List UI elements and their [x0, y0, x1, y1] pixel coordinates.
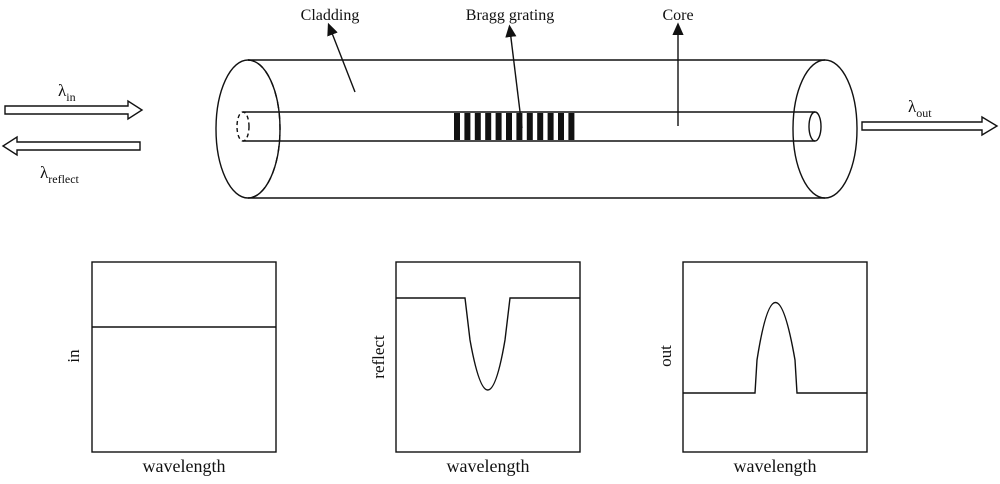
cladding-outline	[248, 59, 825, 199]
bragg-grating-label: Bragg grating	[466, 7, 554, 24]
grating-stripe	[516, 113, 523, 140]
lambda-in-signal: λin	[4, 81, 144, 121]
plot-out-frame	[682, 261, 868, 453]
lambda-reflect-arrow	[1, 135, 141, 157]
grating-stripe	[526, 113, 533, 140]
grating-stripe	[506, 113, 512, 140]
plot-out-curve	[683, 302, 867, 394]
cladding-pointer	[327, 22, 356, 93]
grating-stripe	[495, 113, 502, 140]
plot-reflect-curve	[396, 297, 580, 391]
core-right-end	[808, 111, 822, 142]
grating-stripe	[485, 113, 492, 140]
grating-stripe	[558, 113, 564, 140]
lambda-in-symbol: λin	[58, 81, 76, 104]
plot-reflect-ylabel: reflect	[369, 335, 388, 379]
lambda-reflect-signal: λreflect	[1, 135, 141, 186]
core-outline	[243, 111, 815, 142]
core-left-end	[236, 111, 250, 142]
lambda-out-symbol: λout	[908, 97, 932, 120]
plot-out-ylabel: out	[656, 345, 675, 367]
fiber-cylinder	[215, 59, 858, 199]
grating-stripe	[547, 113, 554, 140]
cladding-left-end	[215, 59, 281, 199]
plot-in-ylabel: in	[64, 349, 83, 363]
lambda-reflect-symbol: λreflect	[40, 163, 80, 186]
grating-stripe	[464, 113, 471, 140]
bragg-grating	[454, 113, 575, 140]
plot-reflect-xlabel: wavelength	[447, 456, 530, 476]
plot-in-frame	[91, 261, 277, 453]
cladding-label: Cladding	[301, 7, 360, 24]
core-label: Core	[662, 7, 693, 24]
cladding-left-hidden	[247, 59, 281, 199]
grating-stripe	[537, 113, 544, 140]
grating-stripe	[474, 113, 481, 140]
cladding-right-end	[792, 59, 858, 199]
plot-out: out wavelength	[656, 261, 868, 476]
lambda-in-arrow	[4, 99, 144, 121]
plot-reflect-frame	[395, 261, 581, 453]
lambda-out-arrow	[861, 115, 999, 137]
lambda-out-signal: λout	[861, 97, 999, 137]
grating-stripe	[568, 113, 575, 140]
grating-stripe	[454, 113, 460, 140]
plot-reflect: reflect wavelength	[369, 261, 581, 476]
plot-in: in wavelength	[64, 261, 277, 476]
plot-in-xlabel: wavelength	[143, 456, 226, 476]
callouts: Cladding Bragg grating Core	[301, 7, 694, 129]
bragg-grating-pointer	[505, 24, 523, 129]
plot-out-xlabel: wavelength	[734, 456, 817, 476]
